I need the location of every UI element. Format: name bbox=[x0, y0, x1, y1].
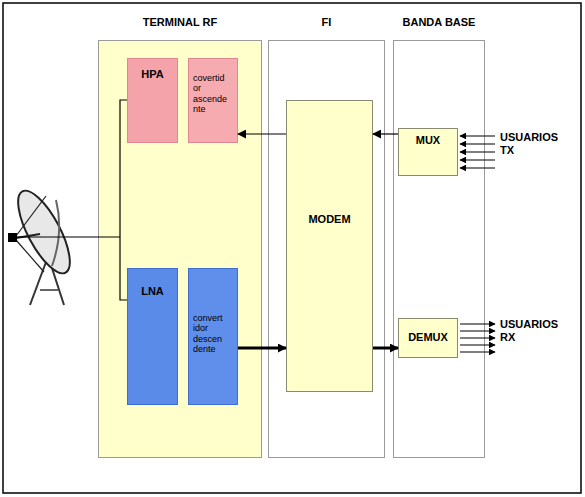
modem-box: MODEM bbox=[286, 100, 373, 392]
converter-box: convert idor descen dente bbox=[188, 268, 238, 405]
dish-reflector bbox=[8, 184, 79, 280]
signal-connector bbox=[373, 133, 398, 134]
box-label: LNA bbox=[128, 285, 177, 298]
user-rx-line bbox=[460, 330, 495, 331]
feed-strut bbox=[16, 196, 46, 236]
box-label: HPA bbox=[128, 68, 177, 81]
converter-box: covertid or ascende nte bbox=[188, 58, 238, 143]
user-tx-line bbox=[460, 159, 495, 160]
amplifier-box: LNA bbox=[127, 268, 178, 405]
demux-box: DEMUX bbox=[398, 318, 458, 358]
user-rx-line bbox=[460, 351, 495, 352]
antenna-feed-line bbox=[17, 236, 120, 237]
user-rx-line bbox=[460, 337, 495, 338]
signal-connector bbox=[238, 347, 286, 350]
section-heading: FI bbox=[249, 16, 404, 29]
user-rx-lines bbox=[460, 324, 495, 352]
box-label: DEMUX bbox=[399, 331, 457, 344]
signal-connector bbox=[120, 100, 127, 300]
dish-brace bbox=[40, 289, 58, 291]
user-rx-line bbox=[460, 323, 495, 324]
user-tx-lines bbox=[460, 136, 495, 168]
section-heading: BANDA BASE bbox=[374, 16, 504, 29]
box-label: convert idor descen dente bbox=[193, 313, 233, 354]
section-panel: MUXDEMUXBANDA BASE bbox=[393, 40, 485, 458]
amplifier-box: HPA bbox=[127, 58, 178, 143]
user-group-label: USUARIOS TX bbox=[500, 131, 572, 157]
satellite-dish bbox=[8, 184, 80, 305]
dish-rim bbox=[52, 200, 59, 266]
box-label: MUX bbox=[399, 134, 457, 147]
section-panel: MODEMFI bbox=[268, 40, 385, 458]
box-label: covertid or ascende nte bbox=[193, 73, 233, 114]
user-tx-line bbox=[460, 143, 495, 144]
signal-connector bbox=[238, 133, 286, 134]
user-tx-line bbox=[460, 151, 495, 152]
user-group-label: USUARIOS RX bbox=[500, 318, 572, 344]
outer-frame bbox=[3, 3, 581, 493]
user-tx-line bbox=[460, 135, 495, 136]
section-heading: TERMINAL RF bbox=[79, 16, 281, 29]
dish-leg bbox=[30, 262, 46, 305]
box-label: MODEM bbox=[287, 213, 372, 226]
mux-box: MUX bbox=[398, 128, 458, 176]
user-rx-line bbox=[460, 344, 495, 345]
signal-connector bbox=[373, 347, 398, 350]
user-tx-line bbox=[460, 167, 495, 168]
feed-horn bbox=[8, 233, 17, 242]
feed-strut bbox=[16, 240, 44, 272]
section-panel: HPA covertid or ascende nteLNA convert ido… bbox=[98, 40, 262, 458]
